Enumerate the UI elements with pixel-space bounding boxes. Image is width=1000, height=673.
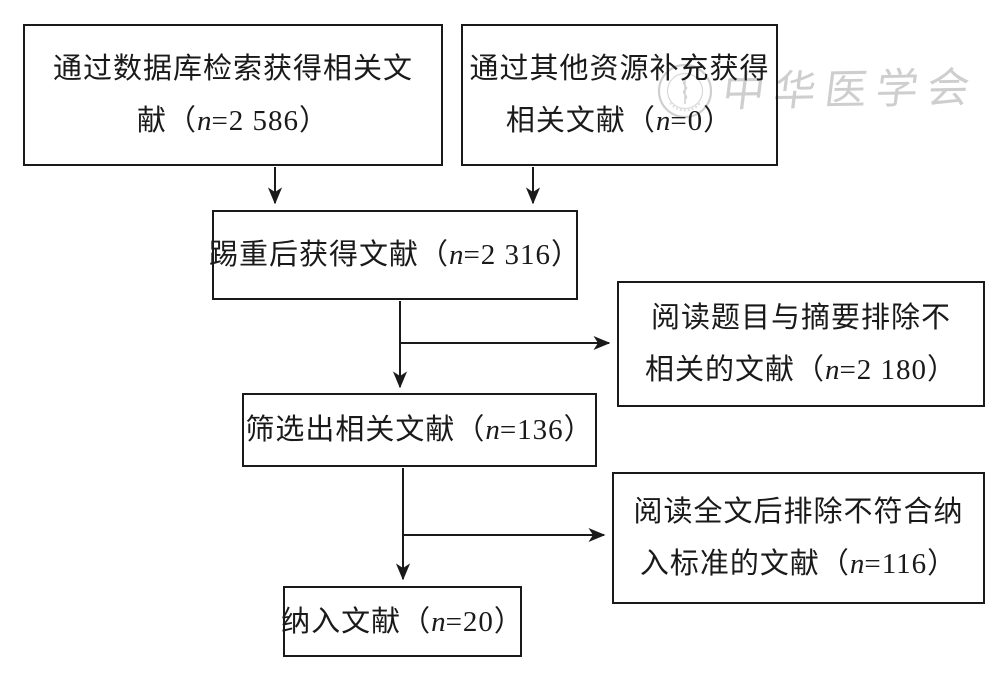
n-variable: n <box>431 605 446 638</box>
box-text: 通过其他资源补充获得 <box>469 53 770 85</box>
box-text: 献（ <box>136 105 197 137</box>
box-count: =2 316） <box>463 239 582 271</box>
box-text-line: 筛选出相关文献（n=136） <box>245 404 593 456</box>
flow-box-fulltext-excluded: 阅读全文后排除不符合纳 入标准的文献（n=116） <box>612 472 985 604</box>
box-text-line: 通过其他资源补充获得 <box>469 43 769 95</box>
flow-box-database-search: 通过数据库检索获得相关文 献（n=2 586） <box>23 24 443 166</box>
box-count: =0） <box>670 105 734 137</box>
seal-arc-text <box>669 102 701 112</box>
box-text-line: 踢重后获得文献（n=2 316） <box>209 229 581 281</box>
flow-box-screened-relevant: 筛选出相关文献（n=136） <box>242 393 597 467</box>
n-variable: n <box>485 414 500 446</box>
box-text: 相关文献（ <box>505 105 656 137</box>
box-count: =20） <box>445 605 524 638</box>
box-count: =136） <box>499 414 594 446</box>
flow-box-title-abstract-excluded: 阅读题目与摘要排除不 相关的文献（n=2 180） <box>617 281 985 407</box>
n-variable: n <box>448 239 464 271</box>
box-text: 纳入文献（ <box>281 605 432 638</box>
box-count: =2 180） <box>839 354 958 386</box>
box-text-line: 通过数据库检索获得相关文 <box>53 43 413 95</box>
flow-box-included-studies: 纳入文献（n=20） <box>281 586 524 657</box>
box-text-line: 入标准的文献（n=116） <box>640 538 957 590</box>
box-text: 通过数据库检索获得相关文 <box>52 53 413 85</box>
box-text-line: 阅读全文后排除不符合纳 <box>633 486 963 538</box>
box-count: =116） <box>864 548 958 580</box>
n-variable: n <box>196 105 212 137</box>
box-text: 阅读题目与摘要排除不 <box>650 302 951 334</box>
box-text-line: 相关文献（n=0） <box>506 95 733 147</box>
box-count: =2 586） <box>211 105 330 137</box>
box-text-line: 阅读题目与摘要排除不 <box>651 292 951 344</box>
box-text-line: 纳入文献（n=20） <box>281 596 524 648</box>
n-variable: n <box>824 354 840 386</box>
medical-association-seal-watermark <box>657 63 713 119</box>
flow-box-after-deduplication: 踢重后获得文献（n=2 316） <box>209 210 581 300</box>
seal-staff-snake-glyph <box>682 78 688 104</box>
box-text: 相关的文献（ <box>644 354 825 386</box>
flow-box-other-sources: 通过其他资源补充获得 相关文献（n=0） <box>461 24 778 166</box>
box-text: 阅读全文后排除不符合纳 <box>633 496 964 528</box>
box-text: 踢重后获得文献（ <box>208 239 449 271</box>
box-text-line: 献（n=2 586） <box>137 95 329 147</box>
n-variable: n <box>655 105 671 137</box>
box-text: 入标准的文献（ <box>639 548 850 580</box>
box-text: 筛选出相关文献（ <box>245 414 486 446</box>
box-text-line: 相关的文献（n=2 180） <box>645 344 957 396</box>
n-variable: n <box>849 548 865 580</box>
